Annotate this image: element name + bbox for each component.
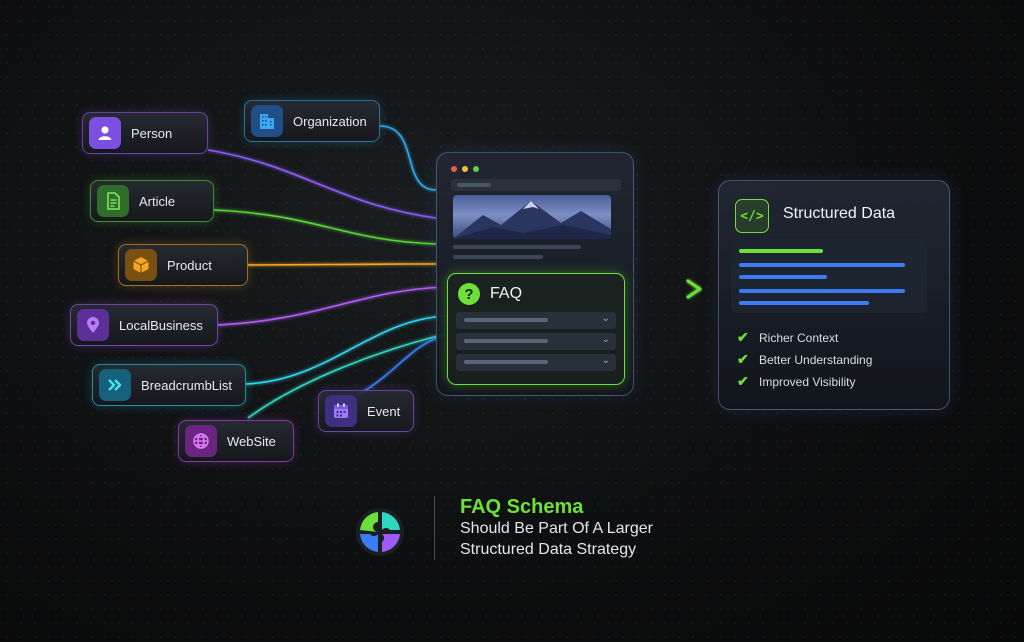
hero-image <box>453 195 611 239</box>
content-line <box>453 255 543 259</box>
globe-icon <box>185 425 217 457</box>
check-icon: ✔ <box>737 329 749 345</box>
chevron-down-icon: ⌄ <box>601 334 610 345</box>
schema-label: BreadcrumbList <box>141 377 233 393</box>
document-icon <box>97 185 129 217</box>
mountain-icon <box>453 201 611 239</box>
arrow-right-icon <box>650 279 702 299</box>
schema-chip-organization: Organization <box>244 100 380 142</box>
connector-organization <box>379 125 437 191</box>
schema-chip-website: WebSite <box>178 420 294 462</box>
schema-label: Article <box>139 193 176 209</box>
connector-product <box>247 263 437 266</box>
connector-person <box>207 149 437 219</box>
window-dots <box>451 166 479 172</box>
person-icon <box>89 117 121 149</box>
puzzle-icon <box>352 504 408 560</box>
chevrons-right-icon <box>99 369 131 401</box>
benefit-item: ✔ Improved Visibility <box>737 373 856 389</box>
connector-localbusiness <box>217 286 447 326</box>
faq-item[interactable]: ⌄ <box>456 333 616 350</box>
webpage-panel: ? FAQ ⌄ ⌄ ⌄ <box>436 152 634 396</box>
schema-label: WebSite <box>227 433 276 449</box>
connector-breadcrumb <box>245 315 447 385</box>
footer-title: FAQ Schema <box>460 496 584 518</box>
schema-label: Person <box>131 125 173 141</box>
box-icon <box>125 249 157 281</box>
schema-chip-localbusiness: LocalBusiness <box>70 304 218 346</box>
schema-chip-article: Article <box>90 180 214 222</box>
map-pin-icon <box>77 309 109 341</box>
faq-item[interactable]: ⌄ <box>456 312 616 329</box>
schema-label: Organization <box>293 113 367 129</box>
schema-label: LocalBusiness <box>119 317 203 333</box>
code-icon: </> <box>735 199 769 233</box>
schema-chip-person: Person <box>82 112 208 154</box>
schema-chip-product: Product <box>118 244 248 286</box>
chevron-down-icon: ⌄ <box>601 313 610 324</box>
data-lines-box <box>731 239 927 313</box>
connector-website <box>247 333 447 419</box>
check-icon: ✔ <box>737 351 749 367</box>
faq-box: ? FAQ ⌄ ⌄ ⌄ <box>447 273 625 385</box>
benefit-item: ✔ Richer Context <box>737 329 839 345</box>
content-line <box>453 245 581 249</box>
connector-event <box>357 334 447 396</box>
question-icon: ? <box>458 283 480 305</box>
benefit-item: ✔ Better Understanding <box>737 351 873 367</box>
calendar-icon <box>325 395 357 427</box>
address-bar <box>451 179 621 191</box>
footer-subtitle-line2: Structured Data Strategy <box>460 541 637 558</box>
schema-chip-breadcrumblist: BreadcrumbList <box>92 364 246 406</box>
faq-item[interactable]: ⌄ <box>456 354 616 371</box>
schema-label: Event <box>367 403 401 419</box>
chevron-down-icon: ⌄ <box>601 355 610 366</box>
structured-data-title: Structured Data <box>783 205 896 222</box>
connector-article <box>213 209 437 245</box>
footer-divider <box>434 496 435 560</box>
footer-subtitle-line1: Should Be Part Of A Larger <box>460 520 654 537</box>
schema-chip-event: Event <box>318 390 414 432</box>
check-icon: ✔ <box>737 373 749 389</box>
schema-label: Product <box>167 257 212 273</box>
structured-data-panel: </> Structured Data ✔ Richer Context ✔ B… <box>718 180 950 410</box>
building-icon <box>251 105 283 137</box>
faq-title: FAQ <box>490 285 523 302</box>
